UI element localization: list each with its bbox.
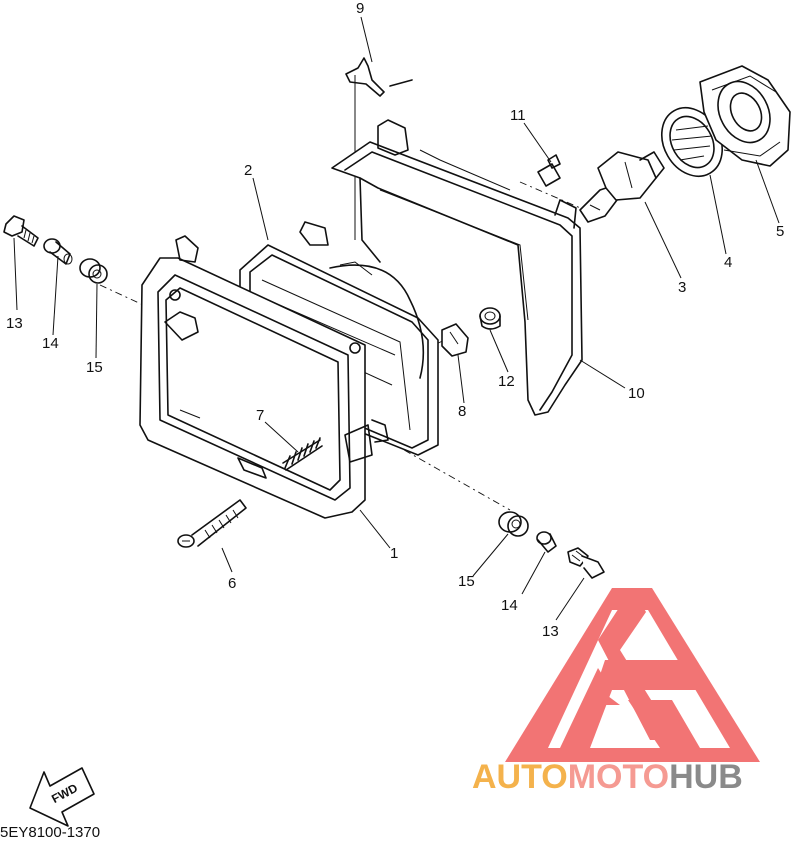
callout-14-right: 14 [501,597,518,614]
callout-3: 3 [678,279,686,296]
callout-12: 12 [498,373,515,390]
callout-15-left: 15 [86,359,103,376]
callout-5: 5 [776,223,784,240]
collar-part-14-right [536,531,557,553]
watermark-part-hub: HUB [669,758,743,796]
callout-10: 10 [628,385,645,402]
callout-13-right: 13 [542,623,559,640]
headlight-housing-part-10 [331,119,583,416]
right-mounting-hardware [498,511,605,579]
headlight-rim-part-1 [139,235,389,519]
adjusting-screw-part-6 [177,499,247,548]
bulb-socket-part-4 [661,107,723,177]
diagram-reference-code: 5EY8100-1370 [0,824,101,841]
watermark-brand-text: AUTOMOTOHUB [472,758,743,797]
watermark-part-auto: AUTO [472,758,568,796]
callout-13-left: 13 [6,315,23,332]
callout-2: 2 [244,162,252,179]
collar-part-12 [479,307,501,330]
part-callouts: 9 11 2 5 4 3 13 14 15 12 8 10 7 1 6 15 1… [6,0,784,640]
watermark-logo [505,588,760,762]
forward-direction-arrow: FWD [29,767,95,827]
nut-part-8 [441,323,469,357]
screw-part-11 [537,154,561,187]
grommet-part-15-left [79,258,108,284]
bolt-part-13-left [3,215,39,247]
bulb-part-3 [579,151,665,223]
callout-7: 7 [256,407,264,424]
watermark-part-moto: MOTO [567,758,670,796]
bolt-part-13-right [567,547,605,579]
callout-4: 4 [724,254,732,271]
callout-8: 8 [458,403,466,420]
rubber-cover-part-5 [699,65,791,167]
callout-15-right: 15 [458,573,475,590]
left-mounting-hardware [3,215,108,284]
callout-9: 9 [356,0,364,17]
callout-6: 6 [228,575,236,592]
grommet-part-15-right [498,511,529,537]
callout-11: 11 [510,107,526,124]
callout-14-left: 14 [42,335,59,352]
leader-lines [13,16,780,621]
callout-1: 1 [390,545,398,562]
adjusting-spring-part-7 [282,437,323,471]
clip-part-9 [345,57,413,97]
